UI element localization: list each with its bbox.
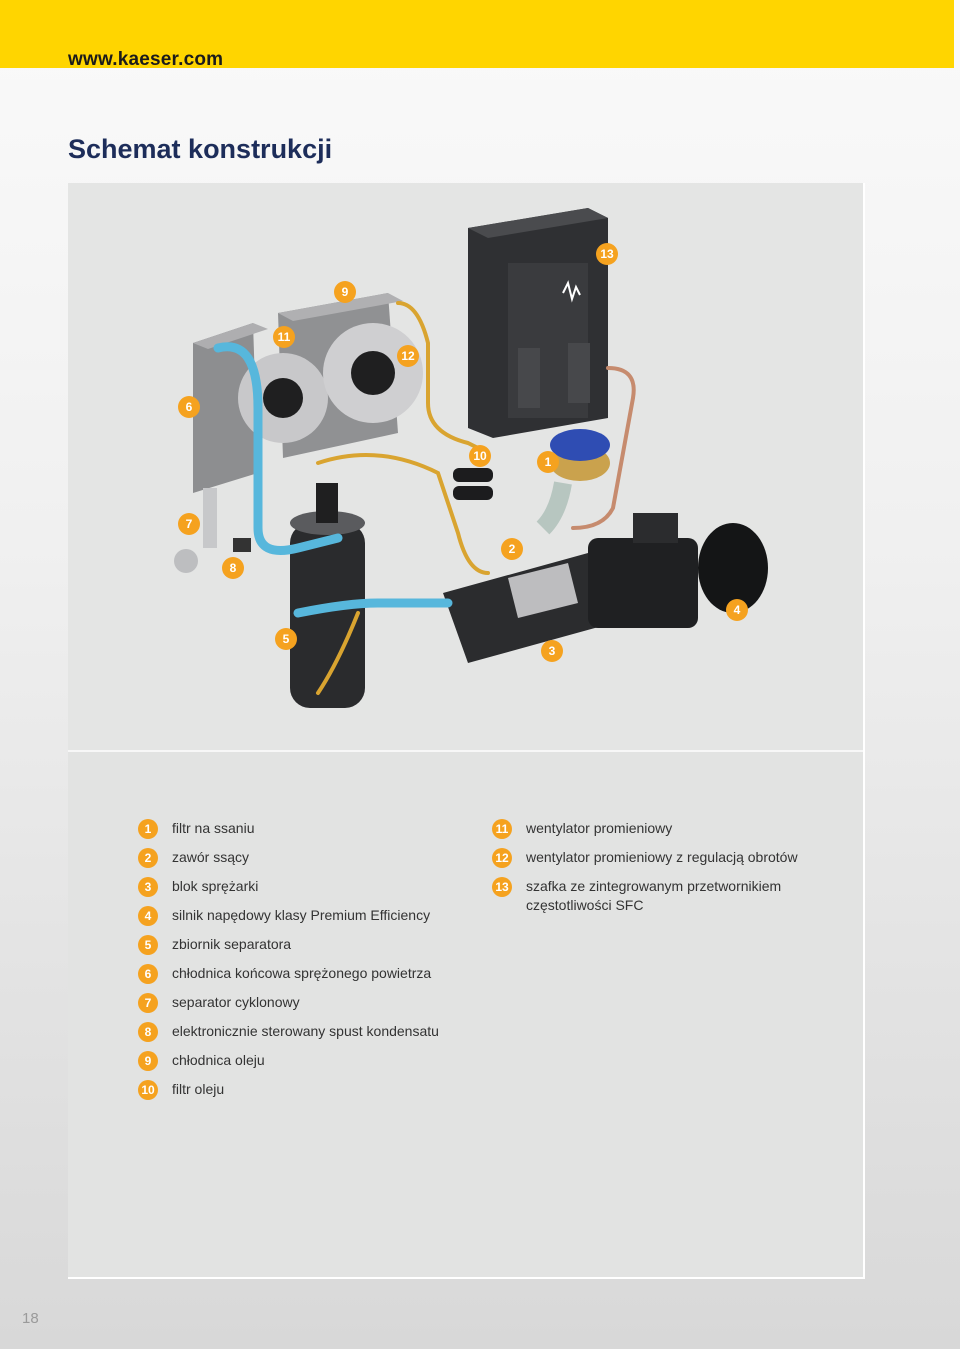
legend-item: 9 chłodnica oleju <box>138 1051 472 1080</box>
callout-2: 2 <box>501 538 523 560</box>
legend-label: filtr oleju <box>172 1081 225 1097</box>
website-url[interactable]: www.kaeser.com <box>68 49 224 70</box>
callout-7: 7 <box>178 513 200 535</box>
svg-text:3: 3 <box>549 644 556 658</box>
legend-label: chłodnica oleju <box>172 1052 265 1068</box>
legend-label: wentylator promieniowy <box>526 820 673 836</box>
legend-item: 7 separator cyklonowy <box>138 993 472 1022</box>
svg-text:8: 8 <box>230 561 237 575</box>
svg-text:7: 7 <box>186 517 193 531</box>
callout-13: 13 <box>596 243 618 265</box>
legend-badge: 9 <box>138 1051 158 1071</box>
legend-item: 8 elektronicznie sterowany spust kondensa… <box>138 1022 472 1051</box>
legend-label: zawór ssący <box>172 849 250 865</box>
svg-text:9: 9 <box>342 285 349 299</box>
legend-item: 12 wentylator promieniowy z regulacją obr… <box>492 848 826 877</box>
callout-10: 10 <box>469 445 491 467</box>
legend-label: chłodnica końcowa sprężonego powietrza <box>172 965 432 981</box>
compressor-illustration: 13 9 11 12 6 10 1 7 2 8 4 5 3 <box>174 208 768 708</box>
svg-text:4: 4 <box>734 603 741 617</box>
callout-12: 12 <box>397 345 419 367</box>
legend-item: 4 silnik napędowy klasy Premium Efficienc… <box>138 906 472 935</box>
content-panel: 13 9 11 12 6 10 1 7 2 8 4 5 3 1 filtr na … <box>68 183 865 1279</box>
legend-badge: 7 <box>138 993 158 1013</box>
legend-badge: 10 <box>138 1080 158 1100</box>
svg-text:5: 5 <box>283 632 290 646</box>
legend-badge: 4 <box>138 906 158 926</box>
separator-tank <box>290 483 365 708</box>
coolers <box>193 293 423 493</box>
page-title: Schemat konstrukcji <box>68 134 333 164</box>
legend-item: 3 blok sprężarki <box>138 877 472 906</box>
legend-item: 5 zbiornik separatora <box>138 935 472 964</box>
legend-label: elektronicznie sterowany spust kondensat… <box>172 1023 439 1039</box>
legend-badge: 8 <box>138 1022 158 1042</box>
svg-text:13: 13 <box>600 247 614 261</box>
svg-text:1: 1 <box>545 455 552 469</box>
legend-badge: 5 <box>138 935 158 955</box>
legend-item: 6 chłodnica końcowa sprężonego powietrza <box>138 964 472 993</box>
callout-11: 11 <box>273 326 295 348</box>
legend-badge: 3 <box>138 877 158 897</box>
legend-label: szafka ze zintegrowanym przetwornikiem c… <box>526 878 782 913</box>
legend-label: wentylator promieniowy z regulacją obrot… <box>526 849 798 865</box>
svg-text:10: 10 <box>473 449 487 463</box>
legend-badge: 2 <box>138 848 158 868</box>
callout-4: 4 <box>726 599 748 621</box>
legend-badge: 11 <box>492 819 512 839</box>
svg-text:12: 12 <box>401 349 415 363</box>
legend-item: 13 szafka ze zintegrowanym przetwornikiem… <box>492 877 826 917</box>
compressor-block <box>443 513 768 663</box>
legend-label: filtr na ssaniu <box>172 820 255 836</box>
callout-6: 6 <box>178 396 200 418</box>
compressor-diagram: 13 9 11 12 6 10 1 7 2 8 4 5 3 <box>68 183 863 752</box>
legend-item: 1 filtr na ssaniu <box>138 819 472 848</box>
legend-badge: 6 <box>138 964 158 984</box>
svg-text:2: 2 <box>509 542 516 556</box>
cyclone-separator <box>174 488 251 573</box>
legend-label: zbiornik separatora <box>172 936 292 952</box>
legend-badge: 1 <box>138 819 158 839</box>
svg-text:11: 11 <box>278 330 291 344</box>
legend-left: 1 filtr na ssaniu 2 zawór ssący 3 blok sprę… <box>138 819 472 1109</box>
legend-right: 11 wentylator promieniowy 12 wentylator pr… <box>492 819 826 917</box>
legend-badge: 12 <box>492 848 512 868</box>
page-number: 18 <box>22 1310 39 1327</box>
legend-item: 11 wentylator promieniowy <box>492 819 826 848</box>
legend-label: separator cyklonowy <box>172 994 300 1010</box>
callout-8: 8 <box>222 557 244 579</box>
legend-badge: 13 <box>492 877 512 897</box>
legend-label: silnik napędowy klasy Premium Efficiency <box>172 907 431 923</box>
sfc-cabinet <box>468 208 608 438</box>
legend-item: 10 filtr oleju <box>138 1080 472 1109</box>
legend-item: 2 zawór ssący <box>138 848 472 877</box>
callout-9: 9 <box>334 281 356 303</box>
intake-filter <box>536 429 610 535</box>
header-bar <box>0 0 954 68</box>
oil-filter <box>453 468 493 500</box>
callout-3: 3 <box>541 640 563 662</box>
callout-1: 1 <box>537 451 559 473</box>
callout-5: 5 <box>275 628 297 650</box>
legend-label: blok sprężarki <box>172 878 259 894</box>
svg-text:6: 6 <box>186 400 193 414</box>
